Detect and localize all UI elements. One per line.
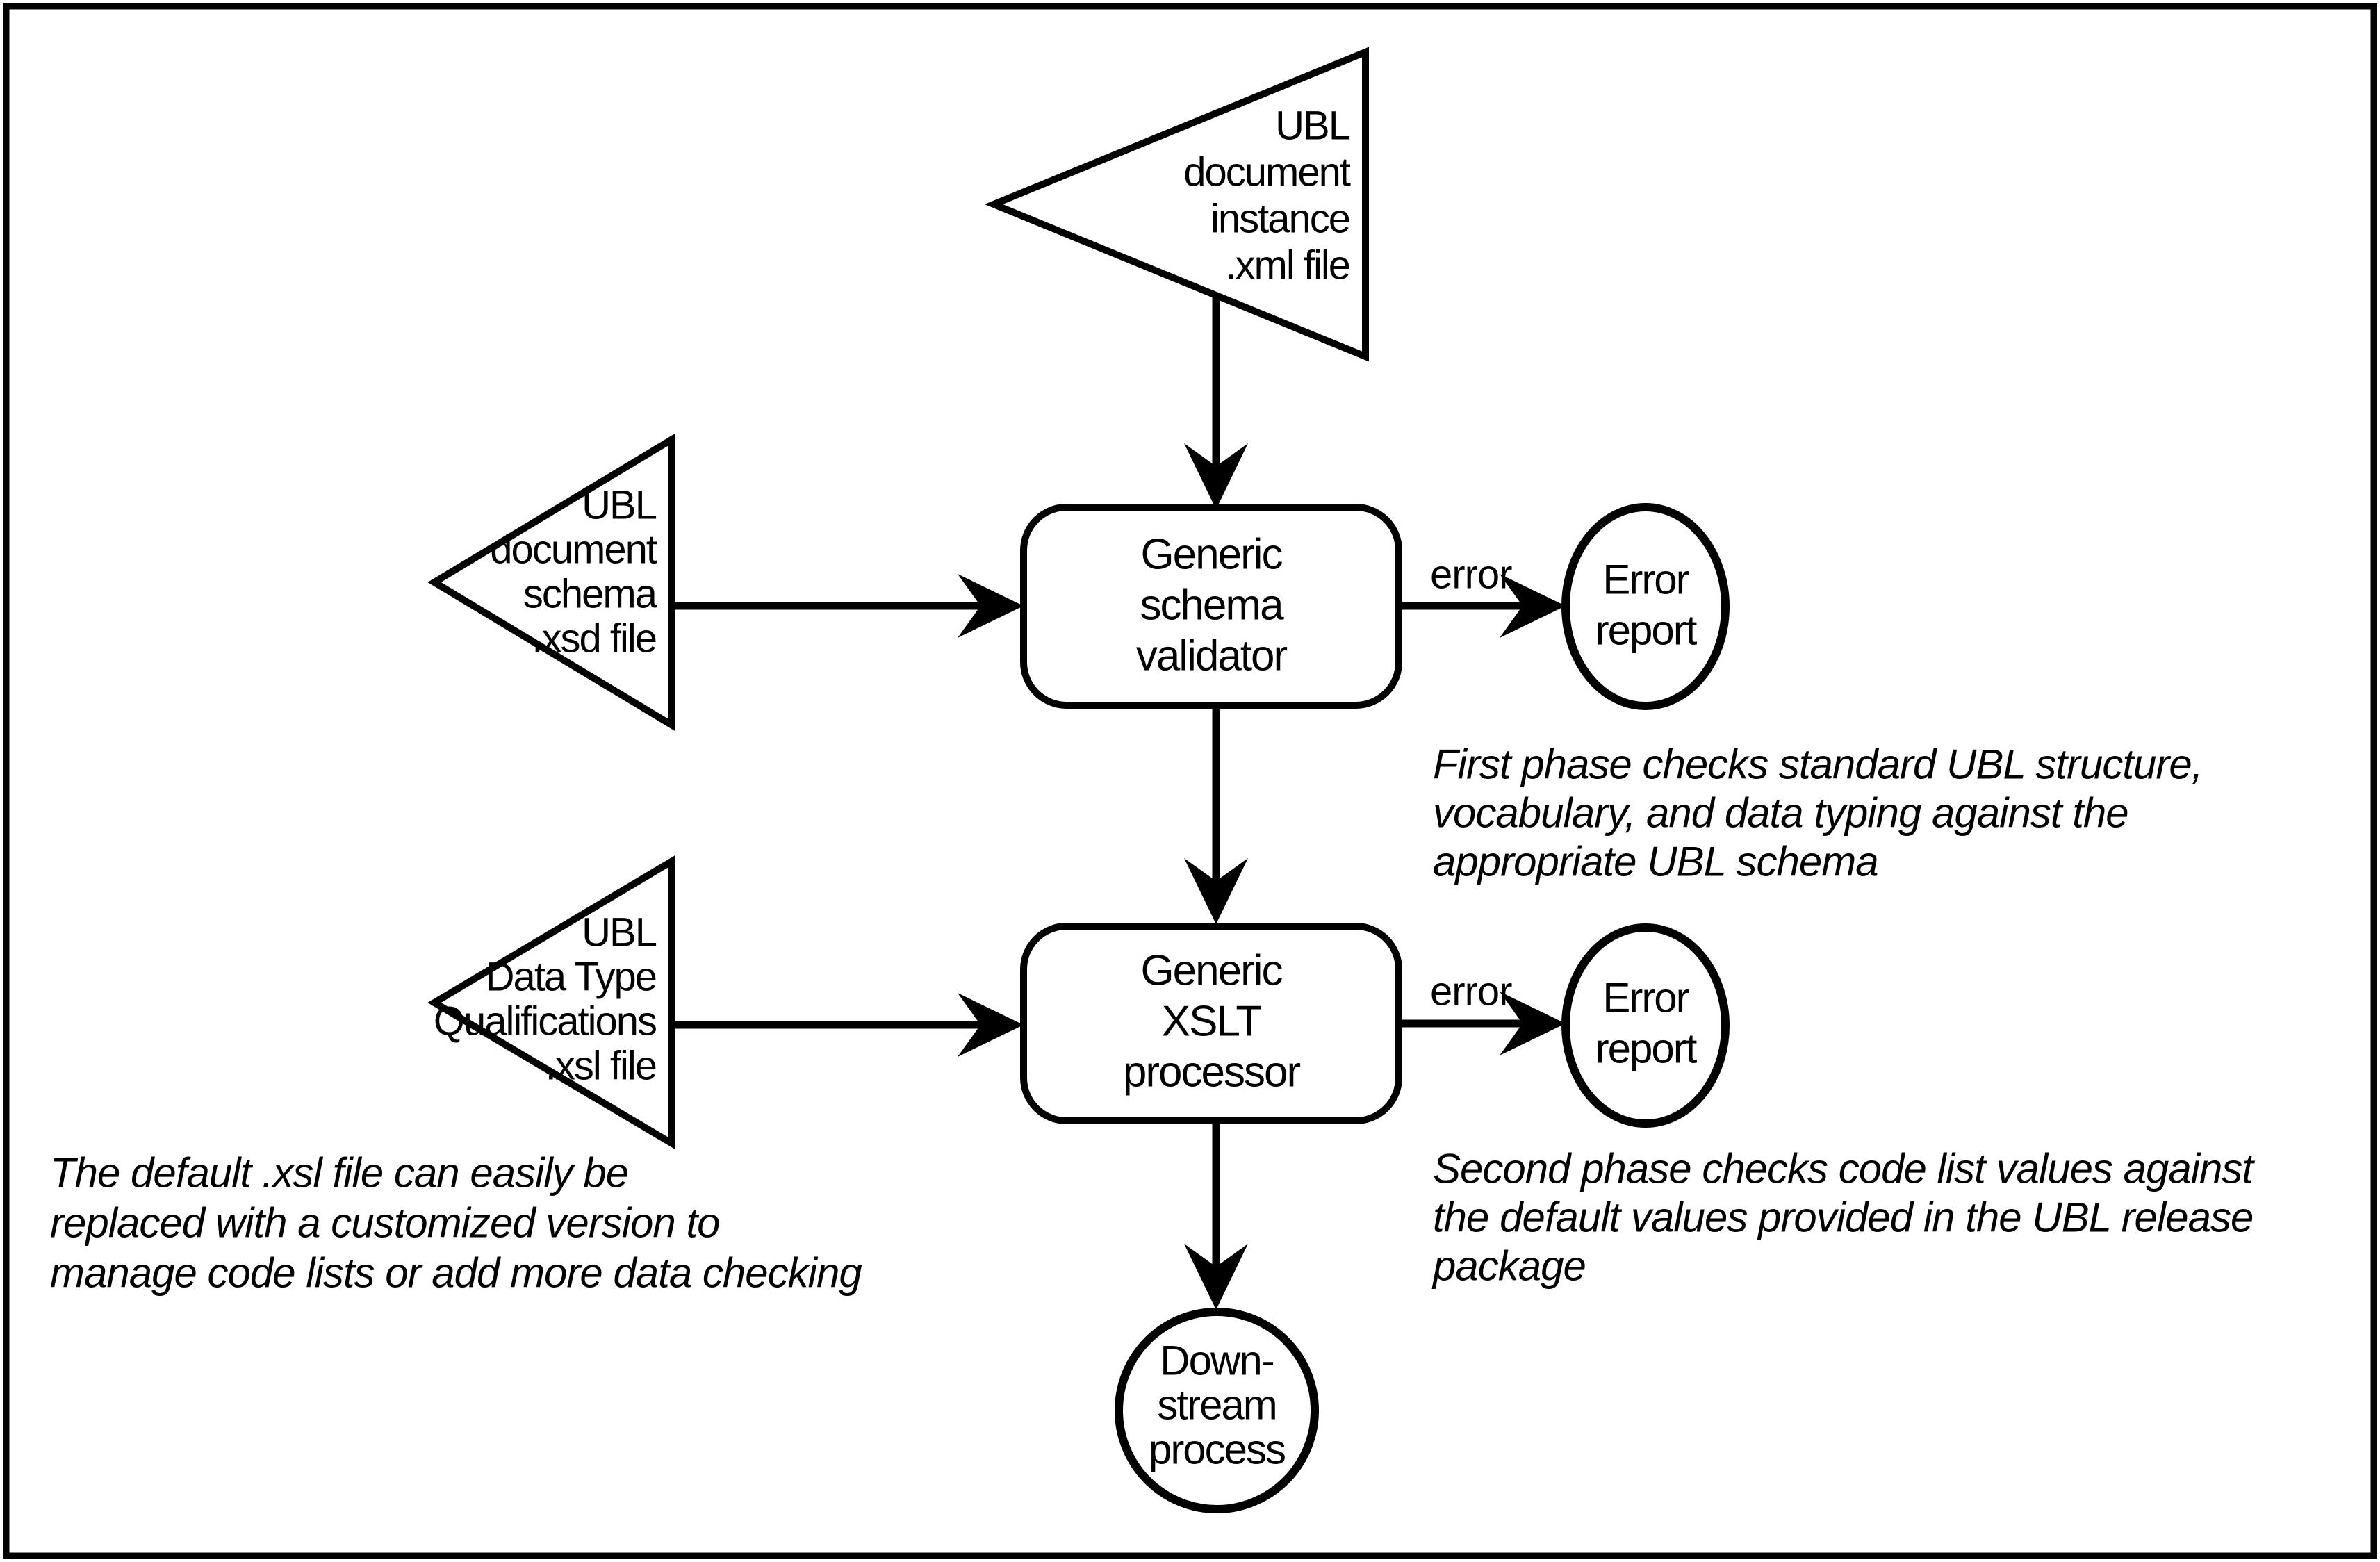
default-xsl-note-line-3: manage code lists or add more data check… bbox=[50, 1250, 862, 1297]
dtq-line-1: UBL bbox=[582, 910, 657, 955]
instance-line-4: .xml file bbox=[1225, 243, 1349, 288]
validator-line-2: schema bbox=[1140, 582, 1284, 630]
instance-line-2: document bbox=[1183, 150, 1351, 195]
error-report-circle-2 bbox=[1561, 923, 1730, 1128]
error-circle-2-label: Error report bbox=[1595, 975, 1699, 1072]
schema-triangle-label: UBL document schema .xsd file bbox=[490, 483, 659, 661]
dtq-line-4: .xsl file bbox=[545, 1044, 656, 1089]
dtq-line-3: Qualifications bbox=[434, 999, 656, 1044]
downstream-line-3: process bbox=[1149, 1427, 1285, 1473]
downstream-line-2: stream bbox=[1157, 1382, 1276, 1429]
schema-line-2: document bbox=[490, 527, 657, 573]
instance-line-1: UBL bbox=[1275, 104, 1350, 149]
schema-file-triangle bbox=[427, 434, 675, 731]
xslt-line-2: XSLT bbox=[1162, 998, 1262, 1046]
error-edge-label-2: error bbox=[1430, 969, 1512, 1014]
downstream-circle-label: Down- stream process bbox=[1149, 1338, 1286, 1473]
validator-box-label: Generic schema validator bbox=[1136, 531, 1289, 680]
default-xsl-note: The default .xsl file can easily be repl… bbox=[50, 1150, 862, 1297]
error-report-circle-1 bbox=[1561, 503, 1730, 710]
error-circle-1-label: Error report bbox=[1595, 557, 1699, 654]
error1-line-1: Error bbox=[1602, 557, 1689, 603]
arrow-xslt-to-downstream bbox=[1184, 1119, 1248, 1310]
second-phase-note-line-1: Second phase checks code list values aga… bbox=[1433, 1146, 2255, 1192]
xslt-box-label: Generic XSLT processor bbox=[1123, 947, 1302, 1096]
error1-line-2: report bbox=[1595, 607, 1698, 654]
instance-line-3: instance bbox=[1210, 197, 1349, 242]
instance-triangle-label: UBL document instance .xml file bbox=[1183, 104, 1352, 288]
default-xsl-note-line-2: replaced with a customized version to bbox=[50, 1200, 720, 1247]
arrow-instance-to-validator bbox=[1184, 297, 1248, 509]
error2-line-1: Error bbox=[1602, 975, 1689, 1021]
second-phase-note-line-2: the default values provided in the UBL r… bbox=[1433, 1194, 2253, 1241]
dtq-triangle-label: UBL Data Type Qualifications .xsl file bbox=[434, 910, 658, 1089]
default-xsl-note-line-1: The default .xsl file can easily be bbox=[50, 1150, 628, 1197]
dtq-line-2: Data Type bbox=[486, 955, 656, 1000]
diagram-border bbox=[3, 3, 2377, 1559]
error2-line-2: report bbox=[1595, 1026, 1698, 1072]
arrow-validator-to-xslt bbox=[1184, 703, 1248, 924]
first-phase-note-line-2: vocabulary, and data typing against the bbox=[1433, 790, 2128, 837]
dtq-file-triangle bbox=[427, 855, 675, 1149]
validator-line-3: validator bbox=[1136, 632, 1288, 680]
xslt-line-1: Generic bbox=[1140, 947, 1282, 995]
downstream-line-1: Down- bbox=[1160, 1338, 1273, 1384]
schema-line-3: schema bbox=[523, 572, 658, 617]
schema-line-4: .xsd file bbox=[532, 616, 656, 661]
arrow-dtq-to-xslt bbox=[670, 993, 1024, 1057]
downstream-process-circle bbox=[1115, 1308, 1319, 1513]
second-phase-note-line-3: package bbox=[1431, 1243, 1586, 1290]
first-phase-note: First phase checks standard UBL structur… bbox=[1433, 741, 2203, 885]
instance-file-triangle bbox=[984, 47, 1369, 362]
second-phase-note: Second phase checks code list values aga… bbox=[1431, 1146, 2256, 1290]
arrow-validator-error bbox=[1397, 574, 1566, 638]
arrow-schema-to-validator bbox=[670, 574, 1024, 638]
first-phase-note-line-3: appropriate UBL schema bbox=[1433, 839, 1878, 885]
xslt-line-3: processor bbox=[1123, 1049, 1301, 1096]
validator-line-1: Generic bbox=[1140, 531, 1282, 579]
arrow-xslt-error bbox=[1397, 992, 1566, 1055]
error-edge-label-1: error bbox=[1430, 552, 1512, 598]
schema-line-1: UBL bbox=[582, 483, 657, 528]
first-phase-note-line-1: First phase checks standard UBL structur… bbox=[1433, 741, 2202, 788]
